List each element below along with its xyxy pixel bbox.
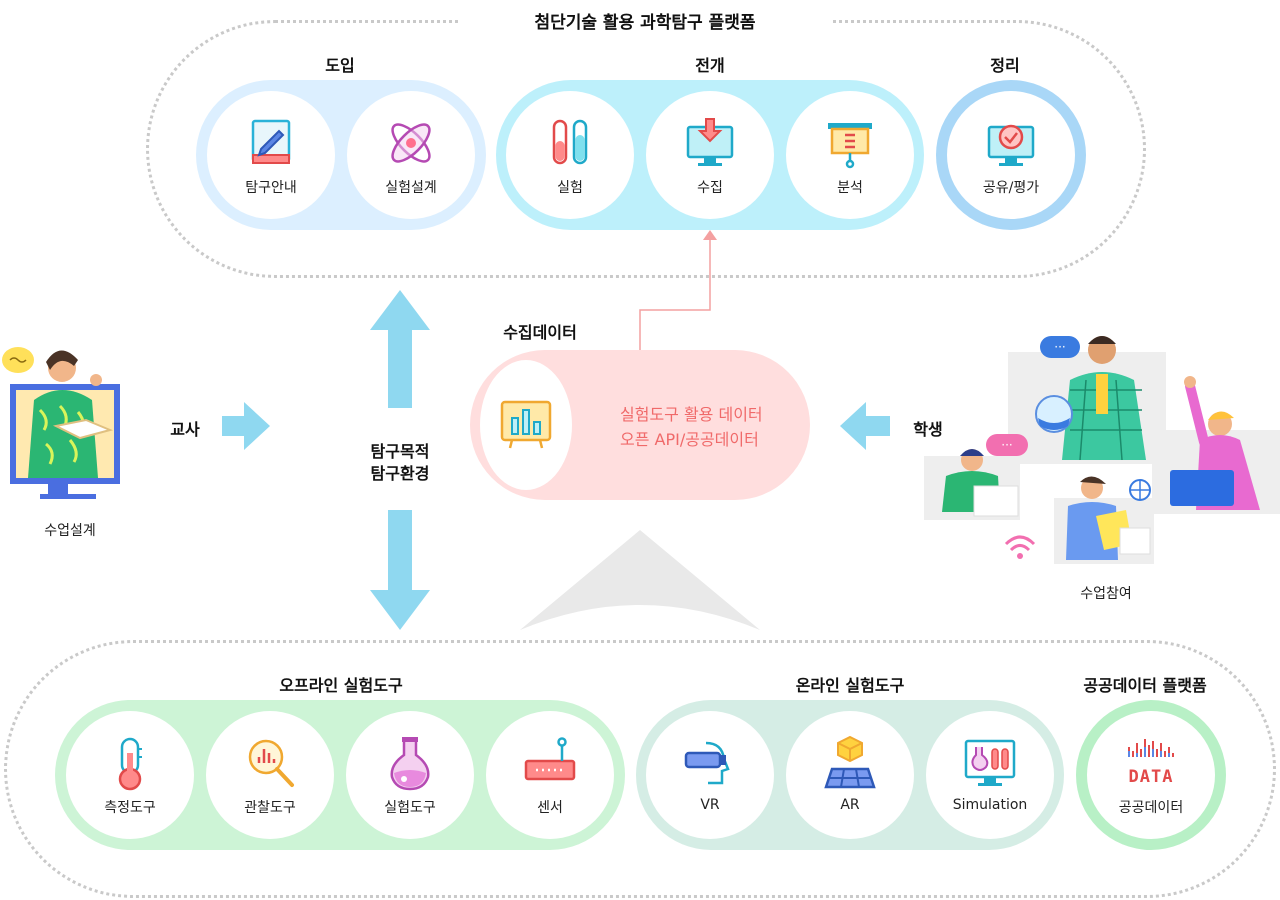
atom-icon: [391, 123, 431, 163]
down-arrow: [370, 510, 430, 630]
tool-label: 공공데이터: [1118, 800, 1184, 816]
teacher-caption: 수업설계: [44, 523, 96, 539]
step-card-share-evaluate[interactable]: 공유/평가: [947, 91, 1075, 219]
step-card-collect[interactable]: 수집: [646, 91, 774, 219]
vr-headset-icon: [684, 741, 730, 785]
data-upload-line: [639, 238, 711, 350]
flask-icon: [390, 737, 430, 791]
group-title-develop: 전개: [695, 56, 725, 75]
group-title-offline: 오프라인 실험도구: [279, 676, 403, 695]
thermometer-icon: [118, 737, 142, 791]
presentation-board-icon: [828, 123, 872, 169]
teacher-arrow: [222, 402, 270, 450]
step-card-analysis[interactable]: 분석: [786, 91, 914, 219]
student-caption: 수업참여: [1080, 586, 1132, 602]
student-label: 학생: [913, 420, 943, 439]
data-wordmark: DATA: [1128, 767, 1174, 787]
gray-triangle: [520, 530, 760, 630]
ar-cube-icon: [824, 735, 876, 789]
teacher-illustration: [2, 347, 120, 499]
book-pencil-icon: [251, 119, 291, 164]
tool-card-simulation[interactable]: Simulation: [926, 711, 1054, 839]
step-card-experiment-design[interactable]: 실험설계: [347, 91, 475, 219]
tool-card-public-data[interactable]: DATA 공공데이터: [1087, 711, 1215, 839]
step-label: 공유/평가: [982, 180, 1040, 196]
platform-title: 첨단기술 활용 과학탐구 플랫폼: [460, 8, 830, 33]
check-monitor-icon: [987, 124, 1035, 166]
bar-chart-board-icon: [500, 400, 552, 449]
tool-card-lab-equipment[interactable]: 실험도구: [346, 711, 474, 839]
bottom-tools-frame: [4, 640, 1276, 898]
up-arrow: [370, 290, 430, 408]
group-title-intro: 도입: [325, 56, 355, 75]
group-title-public-data: 공공데이터 플랫폼: [1083, 676, 1207, 695]
sensor-router-icon: [524, 737, 576, 781]
data-line-2: 오픈 API/공공데이터: [620, 430, 759, 449]
tool-label: AR: [840, 797, 860, 813]
tool-label: 실험도구: [384, 800, 436, 816]
data-line-1: 실험도구 활용 데이터: [620, 405, 763, 424]
center-text-line-1: 탐구목적: [370, 442, 430, 461]
data-title: 수집데이터: [503, 323, 577, 342]
tool-label: VR: [700, 797, 720, 813]
group-title-wrapup: 정리: [990, 56, 1020, 75]
center-text-line-2: 탐구환경: [370, 464, 430, 483]
tool-label: Simulation: [952, 797, 1028, 813]
download-monitor-icon: [686, 118, 734, 166]
step-label: 실험설계: [385, 180, 437, 196]
data-bars-icon: [1128, 739, 1174, 757]
data-icon-circle: [480, 360, 572, 490]
svg-text:···: ···: [1001, 438, 1012, 452]
tool-card-observation[interactable]: 관찰도구: [206, 711, 334, 839]
tool-label: 센서: [537, 800, 563, 816]
group-title-online: 온라인 실험도구: [795, 676, 905, 695]
step-label: 실험: [557, 180, 583, 196]
tool-label: 측정도구: [104, 800, 156, 816]
step-label: 분석: [837, 180, 863, 196]
step-label: 탐구안내: [245, 180, 297, 196]
students-illustration: ··· ···: [924, 336, 1280, 564]
magnifier-chart-icon: [248, 739, 294, 787]
tool-card-sensor[interactable]: 센서: [486, 711, 614, 839]
step-label: 수집: [697, 180, 723, 196]
step-card-inquiry-guide[interactable]: 탐구안내: [207, 91, 335, 219]
teacher-label: 교사: [170, 420, 200, 439]
step-card-experiment[interactable]: 실험: [506, 91, 634, 219]
tool-card-measuring[interactable]: 측정도구: [66, 711, 194, 839]
svg-text:···: ···: [1054, 340, 1065, 354]
test-tubes-icon: [552, 119, 588, 165]
tool-card-vr[interactable]: VR: [646, 711, 774, 839]
data-upload-arrowhead: [703, 230, 717, 240]
tool-label: 관찰도구: [244, 800, 296, 816]
simulation-monitor-icon: [964, 739, 1016, 786]
tool-card-ar[interactable]: AR: [786, 711, 914, 839]
student-arrow: [840, 402, 890, 450]
